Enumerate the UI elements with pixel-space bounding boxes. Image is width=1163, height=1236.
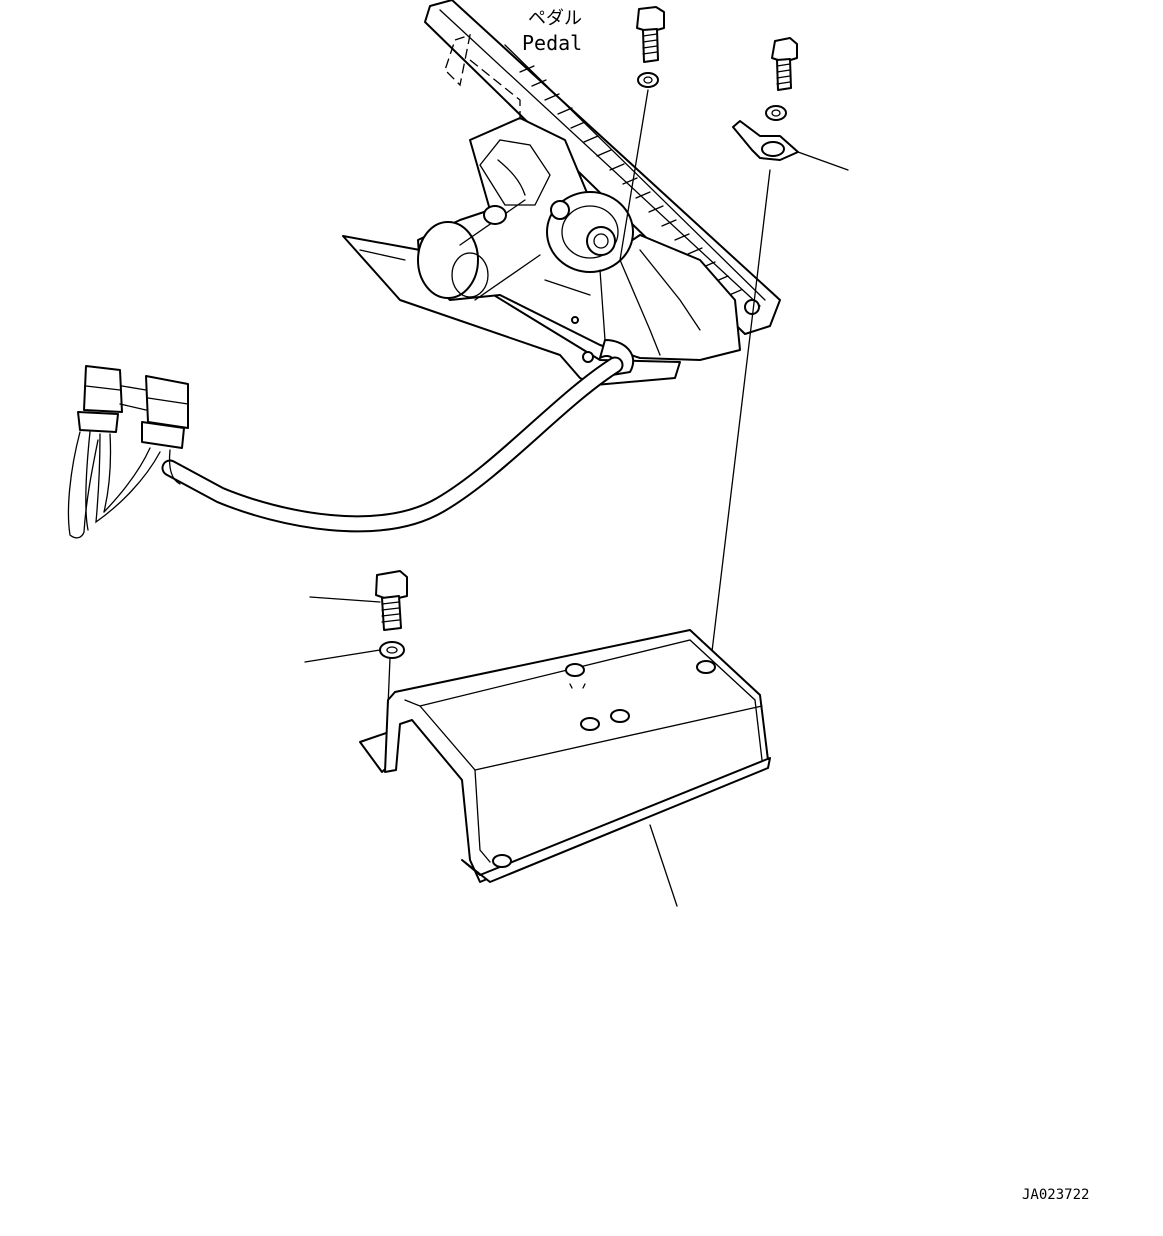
clip-bracket <box>732 120 849 171</box>
wiring-harness <box>67 339 635 539</box>
bolt-lower <box>304 570 408 663</box>
pedal-assembly <box>342 0 781 386</box>
bolt-upper-right <box>765 37 798 121</box>
drawing-number: JA023722 <box>1022 1187 1089 1203</box>
mounting-bracket <box>359 629 771 907</box>
bolt-upper-left <box>636 6 665 88</box>
pedal-label-jp: ペダル <box>528 8 582 29</box>
pedal-label-en: Pedal <box>522 31 582 55</box>
